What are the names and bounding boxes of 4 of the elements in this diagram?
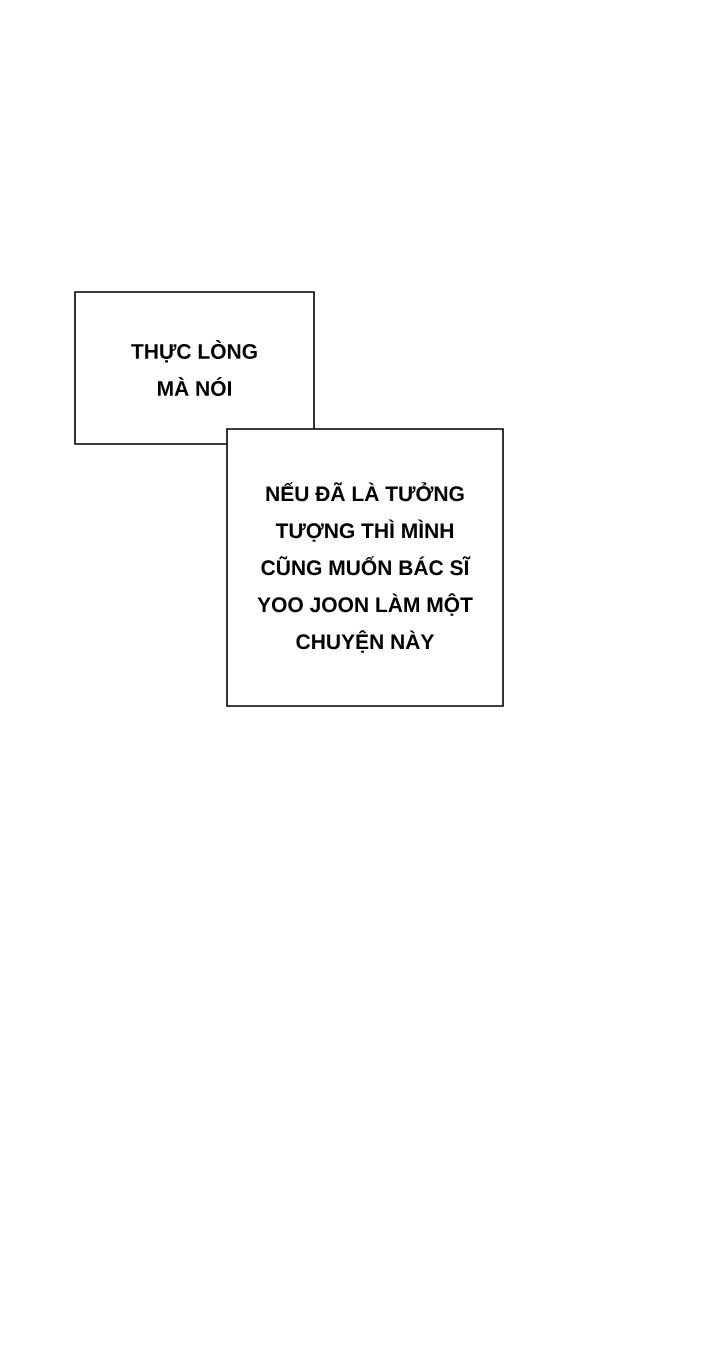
speech-box bbox=[74, 291, 315, 445]
caption-text: THỰC LÒNG MÀ NÓI bbox=[131, 340, 257, 396]
caption-text: NẾU ĐÃ LÀ TƯỞNG TƯỢNG THÌ MÌNH CŨNG MUỐN BÁC SĨ YOO JOON LÀM MỘT CHUYỆN NÀY bbox=[257, 482, 473, 653]
speech-box bbox=[226, 428, 504, 707]
